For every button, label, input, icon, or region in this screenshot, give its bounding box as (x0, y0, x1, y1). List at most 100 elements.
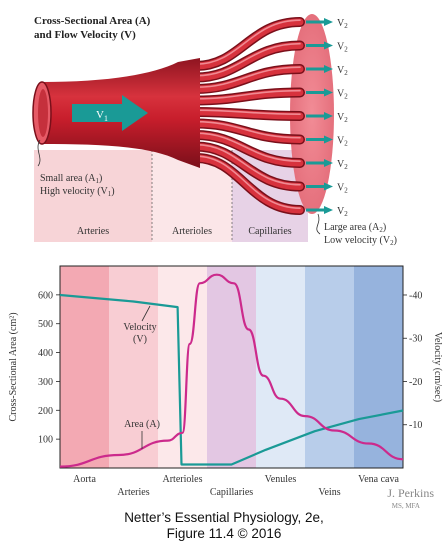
branch-vessel-highlight (195, 155, 301, 210)
v2-arrow-head (324, 41, 333, 50)
velocity-annotation-line1: Velocity (123, 322, 156, 333)
caption-line1: Netter’s Essential Physiology, 2e, (124, 510, 324, 525)
branch-vessel (192, 42, 304, 81)
v2-label: V2 (337, 18, 348, 30)
area-annotation: Area (A) (124, 419, 160, 430)
x-label-bottom: Veins (318, 487, 340, 498)
v2-label-letter: V (337, 112, 345, 123)
v1-label: V1 (96, 109, 108, 123)
v2-label: V2 (337, 183, 348, 195)
region-venules (256, 266, 306, 468)
region-arteries (109, 266, 159, 468)
region-veins (305, 266, 355, 468)
branch-vessel-highlight (195, 132, 301, 163)
region-vena-cava (354, 266, 404, 468)
branch-vessel-highlight (195, 89, 301, 100)
branch-vessel (192, 65, 304, 93)
left-axis: 100 200 300 400 500 600 (38, 290, 60, 446)
x-label-top: Arterioles (163, 474, 203, 485)
v2-label-sub: 2 (344, 93, 348, 101)
left-tick-label: 600 (38, 290, 53, 301)
v2-label-sub: 2 (344, 116, 348, 124)
small-area-pointer (37, 139, 41, 167)
branch-vessel-highlight (195, 42, 301, 77)
left-tick-label: 500 (38, 319, 53, 330)
v2-label-letter: V (337, 159, 345, 170)
small-area-line2: High velocity (V1) (40, 186, 115, 198)
left-tick-label: 300 (38, 377, 53, 388)
v1-arrow: V1 (72, 95, 148, 131)
v2-label-letter: V (337, 18, 345, 29)
x-label-top: Vena cava (358, 474, 399, 485)
v2-label: V2 (337, 112, 348, 124)
v2-label: V2 (337, 159, 348, 171)
v2-label: V2 (337, 89, 348, 101)
v2-arrow-head (324, 135, 333, 144)
v2-label-sub: 2 (344, 210, 348, 218)
right-tick-label: -40 (409, 290, 422, 301)
v2-label: V2 (337, 206, 348, 218)
branch-vessel (192, 108, 304, 120)
branch-vessels (191, 17, 305, 215)
branch-vessel (192, 120, 304, 143)
v2-label-letter: V (337, 65, 345, 76)
x-label-top: Venules (265, 474, 297, 485)
artery-opening-inner (38, 89, 48, 137)
region-arterioles (158, 266, 208, 468)
branch-vessel-highlight (195, 109, 301, 116)
v2-arrow-head (324, 206, 333, 214)
right-tick-label: -10 (409, 420, 422, 431)
v2-arrow-head (324, 159, 333, 167)
v2-label-letter: V (337, 136, 345, 147)
v2-label-sub: 2 (344, 22, 348, 30)
v2-label-letter: V (337, 89, 345, 100)
x-label-bottom: Capillaries (210, 487, 253, 498)
large-area-line2: Low velocity (V2) (324, 235, 397, 247)
plot-frame (59, 265, 404, 469)
v2-label-letter: V (337, 183, 345, 194)
branch-vessel-highlight (195, 66, 301, 89)
branch-vessel (192, 154, 304, 214)
v2-label: V2 (337, 42, 348, 54)
arteries-band (34, 150, 152, 242)
right-tick-label: -20 (409, 377, 422, 388)
section-label-arterioles: Arterioles (172, 226, 212, 237)
caption-line2: Figure 11.4 © 2016 (166, 526, 282, 541)
branch-vessel-highlight (195, 120, 301, 139)
v2-arrow-head (324, 65, 333, 73)
region-capillaries (207, 266, 257, 468)
left-tick-label: 200 (38, 406, 53, 417)
v2-arrow-head (324, 88, 333, 97)
small-area-line1: Small area (A1) (40, 173, 102, 185)
left-tick-label: 100 (38, 435, 53, 446)
x-label-top: Aorta (73, 474, 96, 485)
x-label-bottom: Arteries (117, 487, 149, 498)
figure-caption: Netter’s Essential Physiology, 2e, Figur… (0, 510, 448, 542)
large-area-pointer (316, 213, 321, 235)
v2-arrow-head (324, 182, 333, 191)
section-label-arteries: Arteries (77, 226, 109, 237)
branch-vessel (192, 143, 304, 190)
diagram-title-line2: and Flow Velocity (V) (34, 29, 136, 41)
branch-vessel (192, 18, 304, 70)
signature-name: J. Perkins (387, 486, 434, 500)
left-tick-label: 400 (38, 348, 53, 359)
series-area-line (59, 273, 404, 468)
right-axis: -10 -20 -30 -40 (403, 290, 422, 431)
chart-series (59, 273, 404, 468)
diagram-title-line1: Cross-Sectional Area (A) (34, 15, 151, 27)
branch-vessel (192, 131, 304, 167)
v2-label-sub: 2 (344, 187, 348, 195)
signature-credential: MS, MFA (392, 502, 420, 510)
v2-arrow-head (324, 18, 333, 26)
branch-vessel-highlight (195, 19, 301, 66)
v2-label-sub: 2 (344, 140, 348, 148)
right-tick-label: -30 (409, 334, 422, 345)
v2-label: V2 (337, 65, 348, 77)
velocity-annotation-pointer (141, 305, 151, 322)
v2-arrow-head (324, 112, 333, 120)
